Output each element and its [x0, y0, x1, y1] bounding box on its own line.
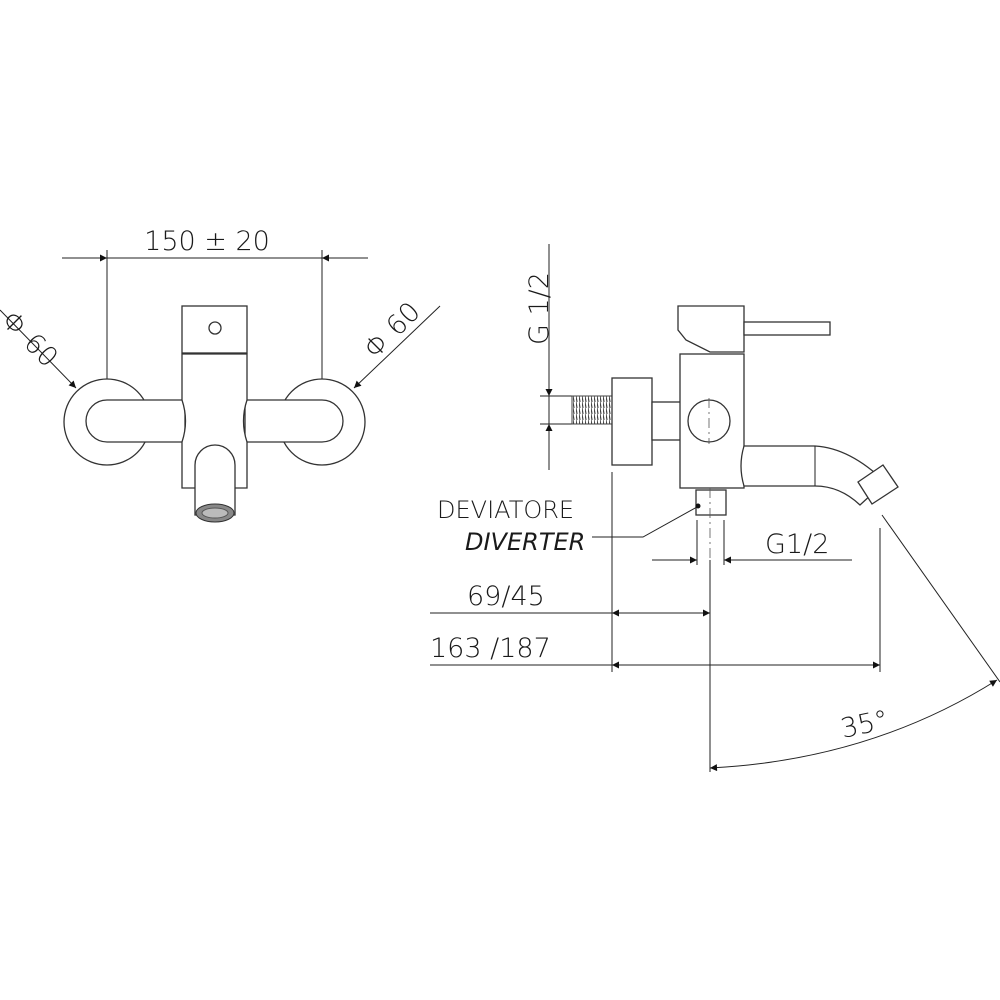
- handle-hole: [208, 321, 222, 335]
- front-view: 150 ± 20 Φ 60 Φ 60: [0, 226, 441, 523]
- inlet-thread-dimension: G 1/2: [524, 244, 612, 470]
- depth-dimension-1: 69/45: [430, 581, 710, 617]
- aerator-mesh: [201, 507, 229, 519]
- width-dimension: 150 ± 20: [62, 226, 368, 442]
- side-flange: [611, 377, 653, 466]
- outlet-thread-label: G1/2: [765, 529, 829, 560]
- right-pipe: [244, 399, 344, 443]
- spout-side: [740, 445, 886, 506]
- angle-label: 35°: [838, 705, 891, 745]
- depth-dim-1-label: 69/45: [467, 581, 545, 612]
- width-dimension-label: 150 ± 20: [144, 226, 270, 257]
- spout-aerator: [857, 464, 899, 505]
- left-flange-dim-label: Φ 60: [0, 305, 64, 374]
- side-handle-cap: [677, 305, 745, 353]
- right-flange-dim-label: Φ 60: [358, 296, 427, 365]
- depth-dim-2-label: 163 /187: [430, 633, 551, 664]
- lever: [743, 321, 831, 336]
- outlet-thread-dimension: G1/2: [652, 520, 852, 565]
- depth-dimension-2: 163 /187: [430, 633, 880, 669]
- diverter-label-en: DIVERTER: [465, 528, 585, 556]
- threaded-inlet: [571, 395, 613, 425]
- diverter-callout: DEVIATORE DIVERTER: [437, 496, 701, 556]
- side-view: G 1/2 DEVIATORE DIVERTER G1/2: [430, 244, 1000, 772]
- angle-dimension: 35°: [709, 514, 1000, 772]
- left-pipe: [85, 399, 186, 443]
- right-flange-dimension: Φ 60: [353, 296, 441, 389]
- inlet-thread-label: G 1/2: [524, 272, 555, 345]
- spout-front: [194, 444, 236, 516]
- diverter: [695, 489, 727, 516]
- left-flange-dimension: Φ 60: [0, 305, 77, 389]
- diverter-label: DEVIATORE: [437, 496, 574, 524]
